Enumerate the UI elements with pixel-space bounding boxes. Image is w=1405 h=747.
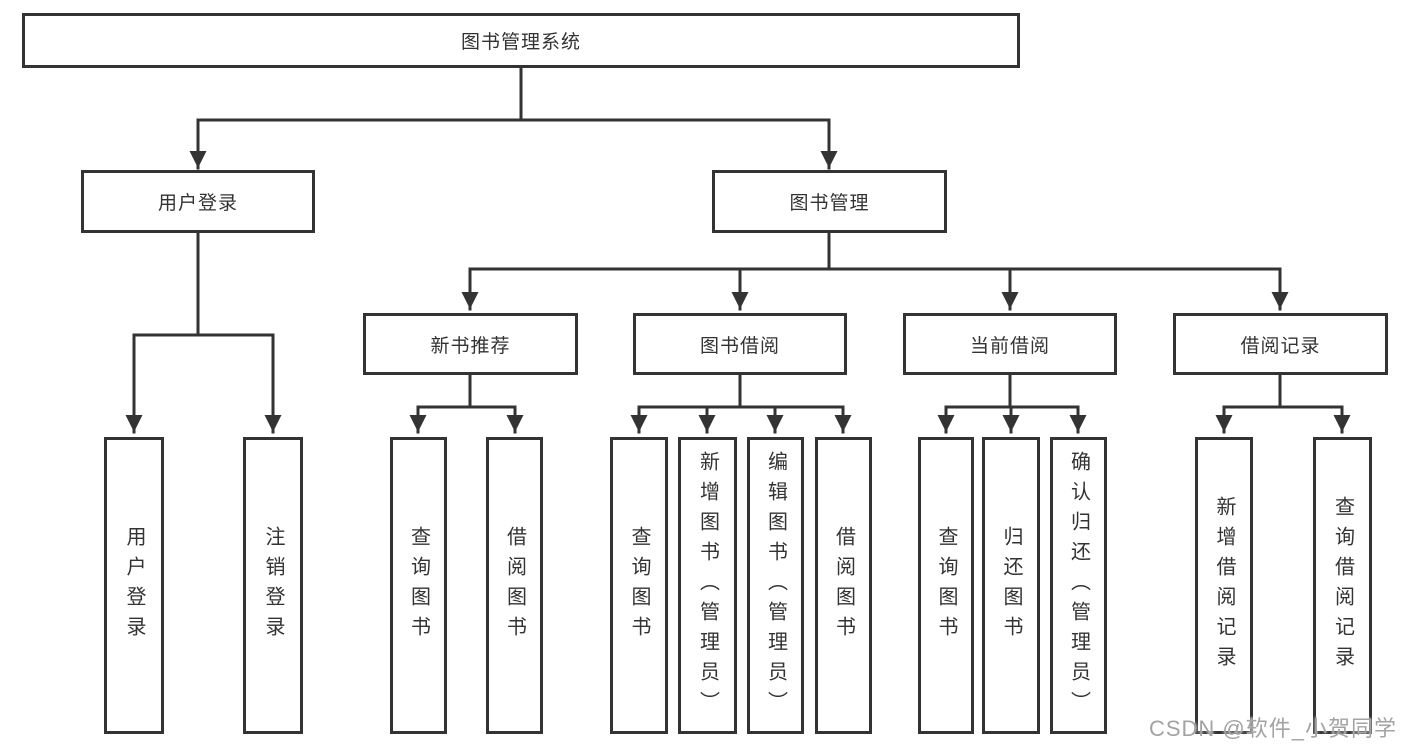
leaf-label: 新增图书（管理员）: [696, 450, 719, 721]
leaf-label: 借阅图书: [832, 525, 855, 646]
leaf-label: 归还图书: [1000, 525, 1022, 646]
leaf-label: 查询图书: [407, 525, 430, 646]
leaf-query-borrow-record: 查询借阅记录: [1313, 437, 1372, 734]
node-library-management-system: 图书管理系统: [22, 13, 1020, 68]
node-new-book-recommend: 新书推荐: [363, 313, 578, 375]
leaf-label: 查询图书: [935, 525, 957, 646]
leaf-label: 查询借阅记录: [1331, 495, 1354, 676]
leaf-user-login: 用户登录: [104, 437, 164, 734]
leaf-add-borrow-record: 新增借阅记录: [1195, 437, 1253, 734]
node-user-login: 用户登录: [81, 170, 315, 233]
leaf-query-books-current: 查询图书: [918, 437, 974, 734]
node-current-borrow: 当前借阅: [903, 313, 1117, 375]
leaf-label: 借阅图书: [503, 525, 526, 646]
leaf-borrow-books-recommend: 借阅图书: [486, 437, 543, 734]
node-borrow-records: 借阅记录: [1173, 313, 1388, 375]
leaf-query-books-recommend: 查询图书: [390, 437, 447, 734]
leaf-label: 注销登录: [262, 525, 284, 646]
node-label: 借阅记录: [1240, 335, 1321, 357]
leaf-label: 用户登录: [123, 525, 145, 646]
csdn-watermark: CSDN @软件_小贺同学: [1148, 716, 1397, 741]
node-book-borrow: 图书借阅: [633, 313, 847, 375]
leaf-confirm-return-admin: 确认归还（管理员）: [1050, 437, 1107, 734]
leaf-label: 查询图书: [628, 525, 650, 646]
node-label: 用户登录: [157, 193, 238, 214]
leaf-query-books-borrow: 查询图书: [610, 437, 668, 734]
leaf-borrow-books: 借阅图书: [815, 437, 872, 734]
leaf-edit-book-admin: 编辑图书（管理员）: [747, 437, 804, 734]
leaf-label: 编辑图书（管理员）: [764, 450, 787, 721]
node-label: 当前借阅: [969, 335, 1050, 357]
leaf-add-book-admin: 新增图书（管理员）: [678, 437, 737, 734]
leaf-label: 确认归还（管理员）: [1067, 450, 1090, 721]
node-book-management: 图书管理: [712, 170, 947, 233]
node-label: 新书推荐: [430, 335, 511, 357]
leaf-label: 新增借阅记录: [1213, 495, 1235, 676]
leaf-return-books: 归还图书: [982, 437, 1040, 734]
node-label: 图书借阅: [699, 335, 780, 357]
node-label: 图书管理: [789, 193, 870, 214]
node-label: 图书管理系统: [460, 32, 581, 53]
leaf-logout: 注销登录: [243, 437, 303, 734]
